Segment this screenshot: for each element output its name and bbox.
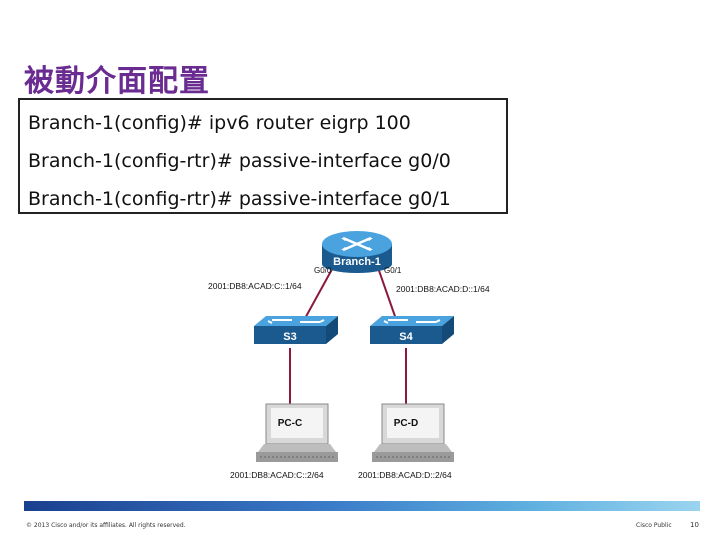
pc-label-c: PC-C xyxy=(278,418,302,429)
footer-copyright: © 2013 Cisco and/or its affiliates. All … xyxy=(26,522,186,529)
pc-icon-c xyxy=(256,403,338,462)
footer-gradient-bar xyxy=(24,501,700,511)
switch-label-s3: S3 xyxy=(283,331,296,343)
pc-address-c: 2001:DB8:ACAD:C::2/64 xyxy=(230,470,324,480)
pc-icon-d xyxy=(372,403,454,462)
router-port-right: G0/1 xyxy=(384,266,402,275)
router-label: Branch-1 xyxy=(333,256,381,268)
footer-classification: Cisco Public xyxy=(636,522,672,529)
switch-label-s4: S4 xyxy=(399,331,413,343)
right-link-address: 2001:DB8:ACAD:D::1/64 xyxy=(396,284,490,294)
command-line-1: Branch-1(config)# ipv6 router eigrp 100 xyxy=(28,112,411,134)
router-icon xyxy=(322,231,392,273)
slide-title: 被動介面配置 xyxy=(24,64,210,99)
page-number: 10 xyxy=(690,521,699,529)
pc-address-d: 2001:DB8:ACAD:D::2/64 xyxy=(358,470,452,480)
command-box: Branch-1(config)# ipv6 router eigrp 100 … xyxy=(18,98,508,214)
left-link-address: 2001:DB8:ACAD:C::1/64 xyxy=(208,281,302,291)
command-line-3: Branch-1(config-rtr)# passive-interface … xyxy=(28,188,451,210)
command-line-2: Branch-1(config-rtr)# passive-interface … xyxy=(28,150,451,172)
pc-label-d: PC-D xyxy=(394,418,418,429)
router-port-left: G0/0 xyxy=(314,266,332,275)
switch-icon-s4 xyxy=(370,316,454,344)
switch-icon-s3 xyxy=(254,316,338,344)
